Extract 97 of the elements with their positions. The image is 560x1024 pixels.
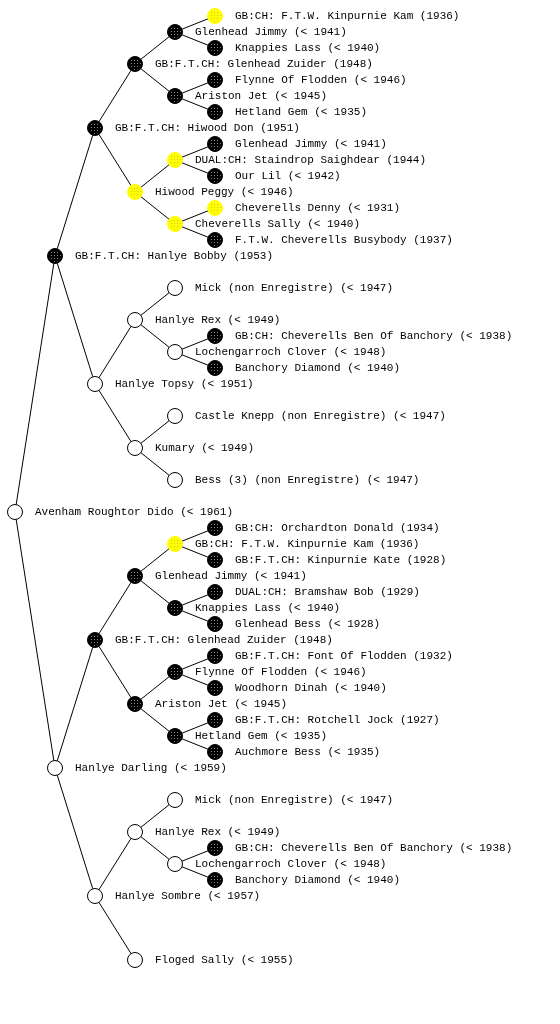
dog-name: Glenhead Jimmy (< 1941) — [235, 137, 387, 151]
pedigree-line — [98, 325, 132, 379]
dog-name: GB:F.T.CH: Glenhead Zuider (1948) — [115, 633, 333, 647]
dog-name: Castle Knepp (non Enregistre) (< 1947) — [195, 409, 446, 423]
dog-name: Banchory Diamond (< 1940) — [235, 361, 401, 375]
pedigree-line — [98, 901, 132, 955]
dog-name: Kumary (< 1949) — [155, 441, 255, 455]
pedigree-line — [140, 196, 170, 220]
pedigree-line — [181, 354, 209, 366]
dog-name: GB:CH: Cheverells Ben Of Banchory (< 1938) — [235, 329, 513, 343]
dog-name: DUAL:CH: Bramshaw Bob (1929) — [235, 585, 420, 599]
dog-name: Hanlye Topsy (< 1951) — [115, 377, 254, 391]
dog-name: Hanlye Sombre (< 1957) — [115, 889, 261, 903]
pedigree-line — [181, 226, 209, 238]
pedigree-line — [140, 804, 170, 828]
pedigree-line — [140, 580, 170, 604]
dog-name: Knappies Lass (< 1940) — [195, 601, 341, 615]
dog-name: Avenham Roughtor Dido (< 1961) — [35, 505, 234, 519]
dog-name: DUAL:CH: Staindrop Saighdear (1944) — [195, 153, 427, 167]
pedigree-line — [181, 850, 209, 862]
dog-name: Hetland Gem (< 1935) — [195, 729, 328, 743]
pedigree-line — [181, 210, 209, 222]
dog-name: Bess (3) (non Enregistre) (< 1947) — [195, 473, 420, 487]
dog-name: GB:CH: F.T.W. Kinpurnie Kam (1936) — [235, 9, 460, 23]
pedigree-line — [56, 646, 94, 762]
pedigree-line — [181, 546, 209, 558]
dog-name: Lochengarroch Clover (< 1948) — [195, 857, 387, 871]
pedigree-line — [140, 324, 170, 348]
pedigree-line — [181, 722, 209, 734]
pedigree-line — [98, 581, 132, 635]
dog-name: GB:CH: Orchardton Donald (1934) — [235, 521, 440, 535]
dog-name: Knappies Lass (< 1940) — [235, 41, 381, 55]
dog-name: Our Lil (< 1942) — [235, 169, 341, 183]
pedigree-line — [56, 262, 94, 378]
pedigree-line — [140, 164, 170, 188]
pedigree-line — [181, 82, 209, 94]
dog-name: Glenhead Jimmy (< 1941) — [155, 569, 307, 583]
pedigree-line — [181, 18, 209, 30]
dog-name: Banchory Diamond (< 1940) — [235, 873, 401, 887]
dog-name: GB:CH: F.T.W. Kinpurnie Kam (1936) — [195, 537, 420, 551]
pedigree-line — [140, 420, 170, 444]
pedigree-line — [140, 452, 170, 476]
pedigree-line — [140, 292, 170, 316]
dog-name: GB:F.T.CH: Font Of Flodden (1932) — [235, 649, 453, 663]
dog-name: Floged Sally (< 1955) — [155, 953, 294, 967]
dog-name: GB:F.T.CH: Hanlye Bobby (1953) — [75, 249, 274, 263]
dog-name: Hetland Gem (< 1935) — [235, 105, 368, 119]
pedigree-line — [181, 674, 209, 686]
dog-name: Lochengarroch Clover (< 1948) — [195, 345, 387, 359]
dog-name: Cheverells Denny (< 1931) — [235, 201, 401, 215]
dog-name: GB:CH: Cheverells Ben Of Banchory (< 1938) — [235, 841, 513, 855]
dog-name: GB:F.T.CH: Glenhead Zuider (1948) — [155, 57, 373, 71]
pedigree-line — [140, 548, 170, 572]
pedigree-line — [181, 338, 209, 350]
dog-name: F.T.W. Cheverells Busybody (1937) — [235, 233, 453, 247]
dog-name: Glenhead Bess (< 1928) — [235, 617, 381, 631]
dog-name: GB:F.T.CH: Hiwood Don (1951) — [115, 121, 300, 135]
pedigree-line — [140, 676, 170, 700]
dog-name: Ariston Jet (< 1945) — [155, 697, 288, 711]
pedigree-line — [181, 530, 209, 542]
dog-name: Hanlye Rex (< 1949) — [155, 825, 281, 839]
dog-name: Flynne Of Flodden (< 1946) — [235, 73, 407, 87]
dog-name: Flynne Of Flodden (< 1946) — [195, 665, 367, 679]
pedigree-line — [181, 34, 209, 46]
pedigree-line — [181, 98, 209, 110]
pedigree-line — [15, 518, 55, 762]
dog-name: Glenhead Jimmy (< 1941) — [195, 25, 347, 39]
dog-name: Mick (non Enregistre) (< 1947) — [195, 793, 394, 807]
pedigree-line — [181, 594, 209, 606]
dog-name: GB:F.T.CH: Rotchell Jock (1927) — [235, 713, 440, 727]
pedigree-line — [181, 610, 209, 622]
pedigree-line — [15, 262, 55, 506]
dog-name: Hanlye Rex (< 1949) — [155, 313, 281, 327]
pedigree-line — [181, 738, 209, 750]
pedigree-line — [181, 866, 209, 878]
dog-name: Mick (non Enregistre) (< 1947) — [195, 281, 394, 295]
pedigree-line — [98, 133, 132, 187]
pedigree-line — [56, 134, 94, 250]
pedigree-line — [98, 69, 132, 123]
pedigree-line — [140, 68, 170, 92]
pedigree-line — [98, 837, 132, 891]
pedigree-line — [98, 389, 132, 443]
pedigree-line — [56, 774, 94, 890]
pedigree-line — [98, 645, 132, 699]
dog-name: Ariston Jet (< 1945) — [195, 89, 328, 103]
dog-name: Hiwood Peggy (< 1946) — [155, 185, 294, 199]
pedigree-line — [181, 162, 209, 174]
pedigree-line — [140, 836, 170, 860]
dog-name: Auchmore Bess (< 1935) — [235, 745, 381, 759]
dog-name: GB:F.T.CH: Kinpurnie Kate (1928) — [235, 553, 447, 567]
pedigree-line — [140, 36, 170, 60]
pedigree-line — [181, 146, 209, 158]
dog-name: Woodhorn Dinah (< 1940) — [235, 681, 387, 695]
pedigree-line — [181, 658, 209, 670]
pedigree-line — [140, 708, 170, 732]
dog-name: Hanlye Darling (< 1959) — [75, 761, 227, 775]
dog-name: Cheverells Sally (< 1940) — [195, 217, 361, 231]
